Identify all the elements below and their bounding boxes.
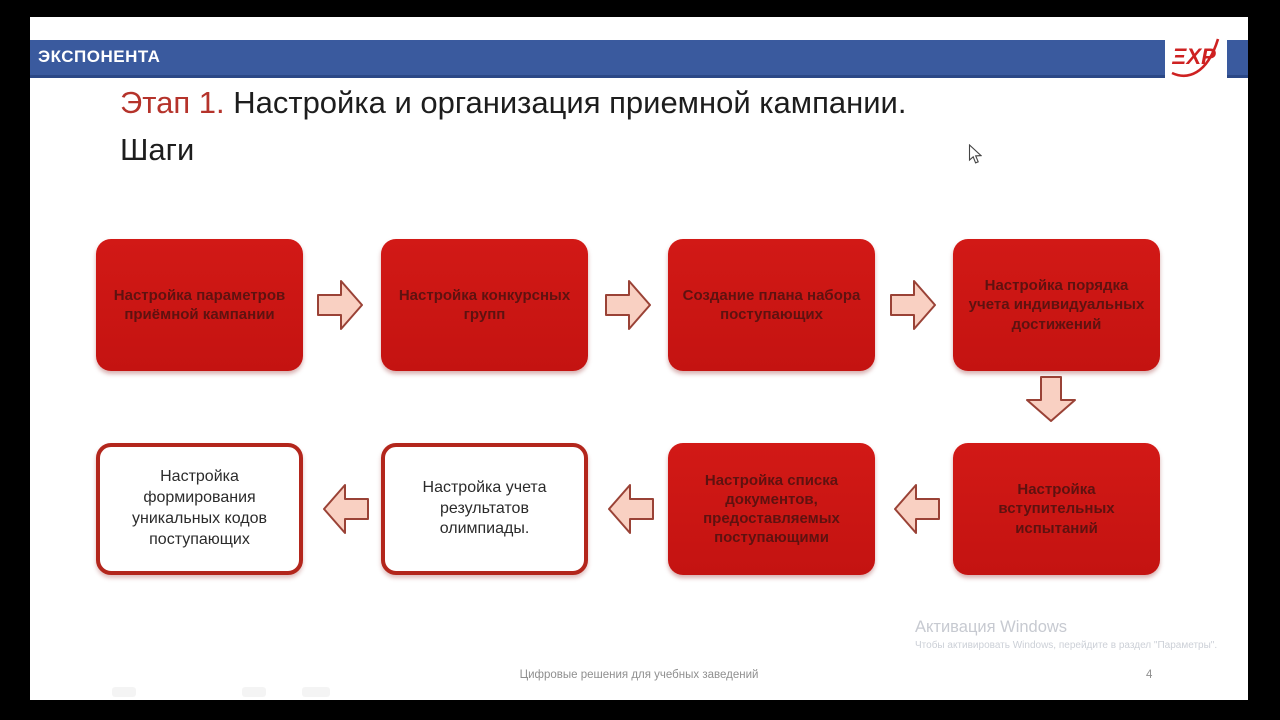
- flow-step-7: Настройка учета результатов олимпиады.: [381, 443, 588, 575]
- arrow-right-icon: [605, 280, 651, 330]
- arrow-left-icon: [323, 484, 369, 534]
- mouse-cursor-icon: [968, 144, 982, 164]
- arrow-left-icon: [608, 484, 654, 534]
- flow-step-8: Настройка формирования уникальных кодов …: [96, 443, 303, 575]
- flow-step-3: Создание плана набора поступающих: [668, 239, 875, 371]
- flow-step-3-label: Создание плана набора поступающих: [682, 286, 861, 323]
- flow-step-4-label: Настройка порядка учета индивидуальных д…: [968, 277, 1145, 333]
- arrow-right-icon: [317, 280, 363, 330]
- company-logo: ΞXP: [1165, 28, 1227, 85]
- flow-step-4: Настройка порядка учета индивидуальных д…: [953, 239, 1160, 371]
- header-bar: ЭКСПОНЕНТА: [30, 40, 1248, 78]
- flow-step-8-label: Настройка формирования уникальных кодов …: [132, 468, 267, 548]
- page-title: Этап 1. Настройка и организация приемной…: [120, 79, 1120, 173]
- title-line2: Шаги: [120, 132, 195, 167]
- flow-step-7-label: Настройка учета результатов олимпиады.: [422, 478, 547, 538]
- player-controls-ghost: [112, 687, 136, 697]
- exp-logo-icon: ΞXP: [1171, 38, 1220, 77]
- arrow-right-icon: [890, 280, 936, 330]
- brand-name: ЭКСПОНЕНТА: [38, 47, 161, 66]
- flow-step-1: Настройка параметров приёмной кампании: [96, 239, 303, 371]
- page-number: 4: [1146, 669, 1153, 681]
- flow-step-6-label: Настройка списка документов, предоставля…: [703, 471, 840, 547]
- windows-activation-watermark: Активация Windows: [915, 618, 1068, 636]
- flow-step-5-label: Настройка вступительных испытаний: [998, 481, 1115, 537]
- arrow-down-icon: [1026, 376, 1076, 422]
- title-accent: Этап 1.: [120, 85, 225, 120]
- title-rest: Настройка и организация приемной кампани…: [224, 85, 907, 120]
- flow-step-6: Настройка списка документов, предоставля…: [668, 443, 875, 575]
- slide: ЭКСПОНЕНТА ΞXP Этап 1. Настройка и орган…: [30, 17, 1248, 700]
- flow-step-2-label: Настройка конкурсных групп: [398, 286, 571, 323]
- arrow-left-icon: [894, 484, 940, 534]
- footer-caption: Цифровые решения для учебных заведений: [519, 669, 759, 681]
- exp-logo-text: ΞXP: [1171, 44, 1216, 69]
- player-controls-ghost: [302, 687, 330, 697]
- flow-step-1-label: Настройка параметров приёмной кампании: [113, 286, 286, 323]
- flow-step-2: Настройка конкурсных групп: [381, 239, 588, 371]
- player-controls-ghost: [242, 687, 266, 697]
- windows-activation-hint: Чтобы активировать Windows, перейдите в …: [915, 640, 1218, 651]
- flow-step-5: Настройка вступительных испытаний: [953, 443, 1160, 575]
